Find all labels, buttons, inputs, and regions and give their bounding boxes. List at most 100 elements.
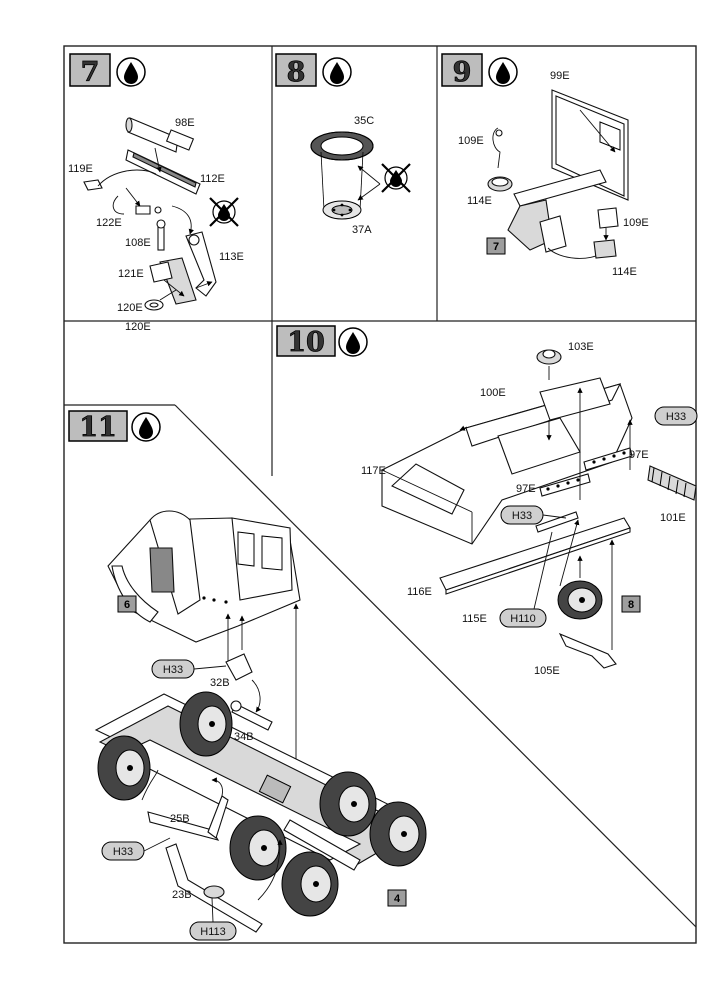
glue-drop-icon (322, 57, 352, 87)
assembly-guide (320, 151, 364, 211)
part-label: 37A (352, 224, 372, 236)
page-frame (63, 45, 697, 944)
part-label: 103E (568, 341, 594, 353)
step-7-badge: 7 (69, 53, 111, 88)
part-112e-drawing (125, 149, 201, 195)
part-label: 23B (172, 889, 192, 901)
part-label: 109E (623, 217, 649, 229)
paint-badge-h33: H33 (654, 406, 698, 426)
part-23b-drawing (165, 843, 263, 933)
part-label: 119E (68, 163, 93, 175)
paint-badge-h33: H33 (500, 505, 544, 525)
part-label: 25B (170, 813, 190, 825)
paint-badge-h33: H33 (101, 841, 145, 861)
part-label: 113E (219, 251, 244, 263)
part-34b-drawing (230, 700, 273, 731)
part-32b-drawing (225, 653, 253, 681)
step-number: 8 (287, 57, 306, 88)
part-114e-drawing (487, 176, 513, 192)
glue-drop-icon (131, 412, 161, 442)
step-11-badge: 11 (68, 410, 128, 443)
truck-body-drawing (107, 510, 301, 643)
part-label: 32B (210, 677, 230, 689)
glue-drop-icon (116, 57, 146, 87)
ref-step-4-badge: 4 (387, 889, 407, 907)
spare-wheel-drawing (557, 580, 603, 620)
part-105e-drawing (558, 632, 617, 669)
mounted-gun-drawing (507, 169, 607, 259)
part-label: 115E (462, 613, 487, 625)
step-number: 9 (453, 57, 472, 88)
part-116e-drawing (439, 517, 631, 595)
part-25b-drawing (147, 795, 229, 841)
part-35c-tyre-drawing (310, 131, 374, 161)
part-98e-drawing (125, 117, 195, 153)
step-number: 7 (81, 57, 100, 88)
step-7-panel: 7 (68, 53, 244, 333)
part-label: 108E (125, 237, 151, 249)
part-103e-drawing (536, 349, 562, 365)
part-label: 122E (96, 217, 122, 229)
no-glue-icon (209, 197, 239, 227)
svg-text:H113: H113 (200, 926, 225, 938)
part-113e-drawing (149, 231, 217, 305)
no-glue-icon (381, 163, 411, 193)
part-120e-drawing (144, 289, 177, 311)
svg-text:H33: H33 (512, 510, 532, 522)
part-122e-drawing (135, 205, 162, 215)
step-10-panel: 10 (276, 325, 698, 677)
step-8-badge: 8 (275, 53, 317, 88)
svg-text:H33: H33 (113, 846, 133, 858)
part-37a-hub-drawing (322, 200, 362, 220)
svg-text:H33: H33 (666, 411, 686, 423)
rear-wheel (281, 851, 339, 917)
part-label: 101E (660, 512, 686, 524)
ref-number: 7 (493, 241, 499, 253)
part-115e-drawing (535, 511, 579, 533)
rear-wheel (369, 801, 427, 867)
part-label: 98E (175, 117, 195, 129)
part-label: 99E (550, 70, 570, 82)
step-11-panel: 11 6 (68, 410, 427, 941)
step-10-badge: 10 (276, 325, 336, 358)
part-109e-right-drawing (593, 207, 619, 259)
ref-number: 4 (394, 893, 401, 905)
ref-step-8-badge: 8 (621, 595, 641, 613)
front-wheel-right (179, 691, 233, 757)
part-119e-drawing (83, 179, 103, 191)
part-97e-drawing (539, 447, 633, 497)
part-label: 97E (629, 449, 649, 461)
wire-path (97, 169, 157, 215)
part-label: 120E (117, 302, 143, 314)
part-label: 116E (407, 586, 432, 598)
part-label: 120E (125, 321, 151, 333)
paint-badge-h110: H110 (499, 608, 547, 628)
rear-wheel (319, 771, 377, 837)
ref-number: 6 (124, 599, 130, 611)
part-label: 97E (516, 483, 536, 495)
ref-step-7-badge: 7 (486, 237, 506, 255)
part-label: 109E (458, 135, 484, 147)
step-9-panel: 9 (441, 53, 649, 278)
part-100e-hull-drawing (381, 377, 633, 545)
part-99e-drawing (551, 89, 629, 201)
part-label: 121E (118, 268, 144, 280)
step-number: 11 (79, 412, 117, 443)
part-108e-drawing (156, 219, 166, 251)
part-label: 34B (234, 731, 254, 743)
part-label: 112E (200, 173, 225, 185)
ref-number: 8 (628, 599, 634, 611)
part-label: 35C (354, 115, 374, 127)
ref-step-6-badge: 6 (117, 595, 137, 613)
glue-drop-icon (338, 327, 368, 357)
part-label: 100E (480, 387, 506, 399)
svg-text:H110: H110 (510, 613, 535, 625)
paint-badge-h33: H33 (151, 659, 195, 679)
part-101e-drawing (647, 465, 697, 501)
part-label: 105E (534, 665, 560, 677)
svg-text:H33: H33 (163, 664, 183, 676)
part-label: 117E (361, 465, 386, 477)
step-9-badge: 9 (441, 53, 483, 88)
